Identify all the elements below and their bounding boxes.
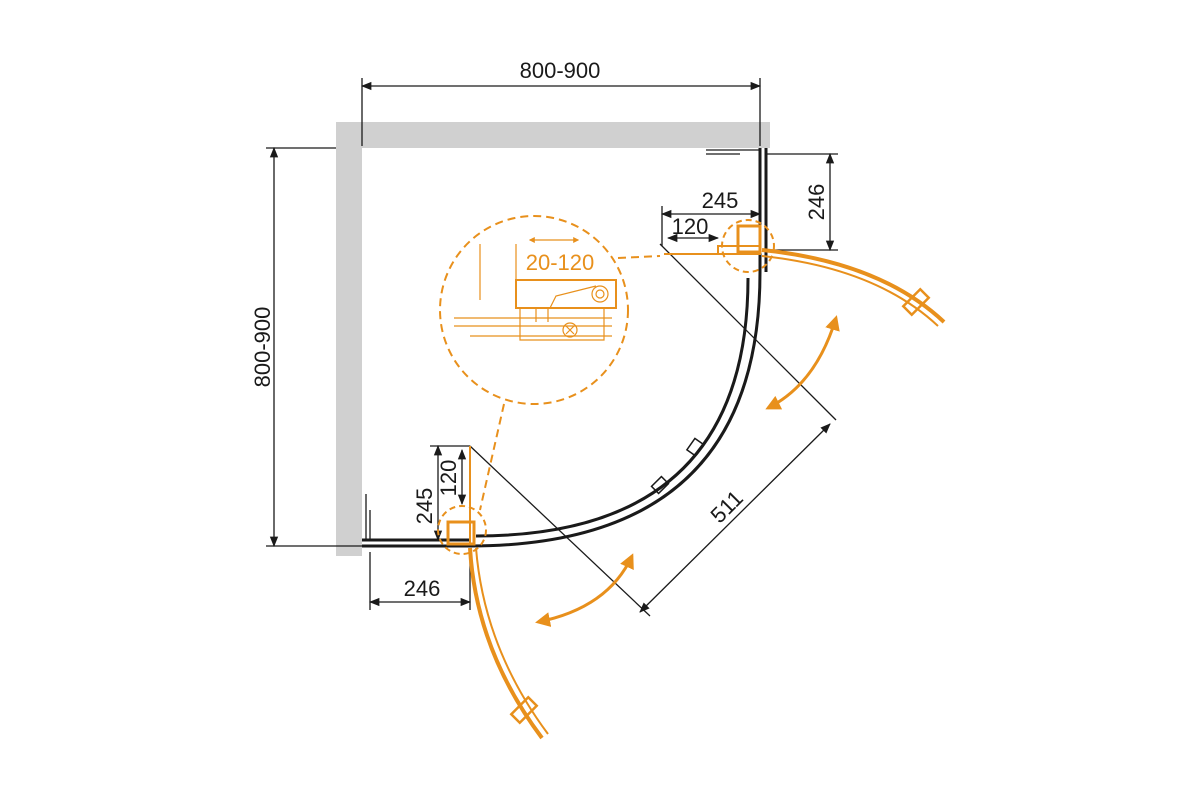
door-right	[761, 248, 946, 327]
top-right-vertical-label: 246	[804, 184, 829, 221]
curved-glass-inner	[475, 277, 750, 538]
top-right-dimensions: 246 245 120	[660, 152, 838, 252]
walls	[336, 122, 770, 556]
left-height-dimension: 800-900	[250, 146, 362, 548]
top-right-inner-label: 120	[672, 214, 709, 239]
swing-arrow-lower	[535, 553, 634, 627]
hinge-top-right	[664, 219, 775, 273]
swing-arrows	[535, 315, 840, 627]
top-width-dimension: 800-900	[360, 58, 762, 146]
top-right-horizontal-label: 245	[702, 188, 739, 213]
top-wall	[336, 122, 770, 148]
bottom-left-inner-label: 120	[436, 460, 461, 497]
door-left-handle-icon	[509, 695, 539, 725]
hinge-bottom-left	[437, 446, 487, 555]
left-height-label: 800-900	[250, 307, 275, 388]
top-width-label: 800-900	[520, 58, 601, 83]
bottom-left-dimensions: 246 245 120	[368, 444, 472, 610]
bottom-left-horizontal-label: 246	[404, 576, 441, 601]
diagonal-label: 511	[705, 485, 747, 527]
bottom-fixed-panel	[362, 538, 470, 548]
bottom-left-vertical-label: 245	[412, 488, 437, 525]
door-left	[468, 547, 549, 740]
diagonal-dimension: 511	[469, 243, 837, 617]
left-wall	[336, 122, 362, 556]
detail-range-label: 20-120	[526, 250, 595, 275]
door-right-handle-icon	[901, 287, 931, 317]
detail-callout: 20-120	[439, 215, 661, 511]
swing-arrow-upper	[765, 315, 840, 410]
